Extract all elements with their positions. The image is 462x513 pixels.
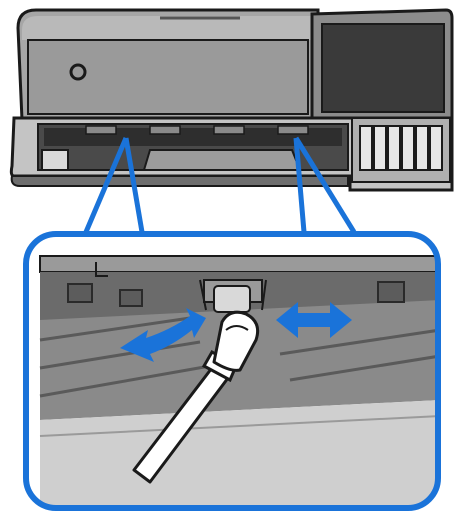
printer-screen (322, 24, 444, 112)
printer-icon (11, 10, 452, 190)
